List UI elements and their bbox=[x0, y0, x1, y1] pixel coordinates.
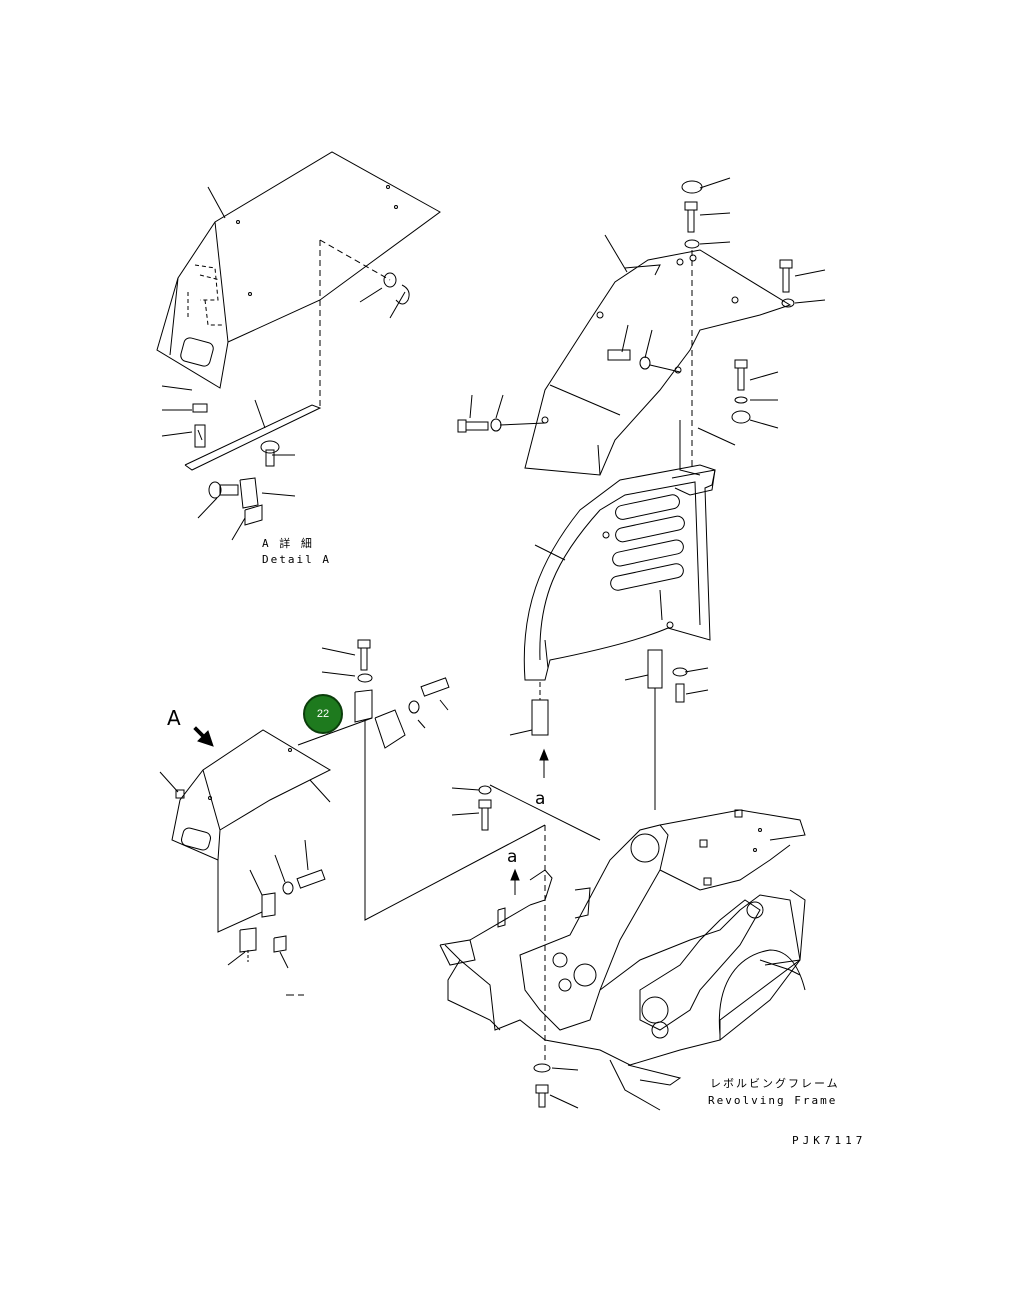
lower-left-cover-assembly bbox=[160, 640, 545, 995]
bolt-part bbox=[539, 1093, 545, 1107]
hinge-bracket bbox=[532, 700, 548, 735]
louver-slot bbox=[609, 562, 684, 591]
washer-part bbox=[735, 397, 747, 403]
view-arrow bbox=[194, 727, 213, 746]
washer-part bbox=[782, 299, 794, 307]
frame-bracket bbox=[440, 940, 475, 965]
bolt-head bbox=[458, 420, 466, 432]
washer-part bbox=[479, 786, 491, 794]
bracket-part bbox=[240, 478, 258, 508]
detail-a-slot bbox=[179, 337, 214, 368]
detail-a-en-label: Detail A bbox=[262, 553, 331, 566]
latch-bracket bbox=[375, 710, 405, 748]
washer-part bbox=[732, 411, 750, 423]
revolving-frame-en-label: Revolving Frame bbox=[708, 1094, 838, 1107]
detail-a-cover-plate bbox=[157, 152, 440, 388]
frame-bracket bbox=[530, 870, 552, 905]
arrow-a-label-lower: a bbox=[507, 847, 518, 867]
clip-part bbox=[396, 285, 409, 304]
view-a-label: A bbox=[167, 706, 181, 730]
bolt-part bbox=[220, 485, 238, 495]
louver-slot bbox=[611, 539, 684, 568]
washer-part bbox=[358, 674, 372, 682]
bolt-part bbox=[676, 684, 684, 702]
lower-left-cover-plate bbox=[172, 730, 330, 860]
upper-cover-plate bbox=[525, 250, 790, 475]
drawing-code-label: PJK7117 bbox=[792, 1134, 867, 1147]
washer-part bbox=[673, 668, 687, 676]
revolving-frame-jp-label: レボルビングフレーム bbox=[710, 1077, 840, 1090]
boom-mount-plate bbox=[520, 825, 668, 1030]
bolt-head bbox=[780, 260, 792, 268]
cap-part bbox=[682, 181, 702, 193]
washer-part bbox=[209, 482, 221, 498]
washer-part bbox=[283, 882, 293, 894]
washer-part bbox=[685, 240, 699, 248]
bolt-part bbox=[195, 425, 205, 447]
bolt-part bbox=[688, 210, 694, 232]
detail-a-jp-label: A 詳 細 bbox=[262, 537, 314, 550]
part-callout-marker[interactable]: 22 bbox=[303, 694, 343, 734]
bolt-part bbox=[466, 422, 488, 430]
louver-slot bbox=[614, 515, 685, 543]
louvered-side-cover bbox=[510, 465, 715, 810]
bolt-head bbox=[685, 202, 697, 210]
boom-mount-plate bbox=[640, 900, 760, 1030]
bolt-part bbox=[608, 350, 630, 360]
nut-part bbox=[176, 790, 184, 798]
bracket-part bbox=[245, 505, 262, 525]
revolving-frame bbox=[440, 785, 805, 1110]
washer-part bbox=[491, 419, 501, 431]
cover-slot bbox=[180, 827, 212, 852]
hinge-bracket bbox=[648, 650, 662, 688]
bolt-part bbox=[297, 870, 325, 888]
upper-right-cover-assembly bbox=[458, 178, 825, 475]
washer-part bbox=[409, 701, 419, 713]
clip-part bbox=[274, 936, 286, 952]
washer-part bbox=[534, 1064, 550, 1072]
bolt-head bbox=[536, 1085, 548, 1093]
bolt-part bbox=[240, 928, 256, 952]
latch-bracket bbox=[355, 690, 372, 722]
louver-slot bbox=[614, 493, 680, 520]
frame-base-outline bbox=[445, 890, 805, 1065]
washer-part bbox=[384, 273, 396, 287]
bolt-part bbox=[361, 648, 367, 670]
arrow-a-label-upper: a bbox=[535, 789, 546, 809]
bracket-part bbox=[262, 893, 275, 917]
bolt-part bbox=[783, 268, 789, 292]
washer-part bbox=[193, 404, 207, 412]
washer-part bbox=[261, 441, 279, 453]
bolt-part bbox=[421, 678, 449, 696]
bolt-part bbox=[266, 450, 274, 466]
bolt-head bbox=[358, 640, 370, 648]
detail-a-cover-assembly bbox=[157, 152, 440, 540]
detail-a-stay-bar bbox=[185, 405, 320, 470]
bolt-head bbox=[735, 360, 747, 368]
washer-part bbox=[640, 357, 650, 369]
bolt-part bbox=[482, 808, 488, 830]
bolt-part bbox=[738, 368, 744, 390]
louvered-cover-outer bbox=[524, 465, 715, 680]
bolt-head bbox=[479, 800, 491, 808]
